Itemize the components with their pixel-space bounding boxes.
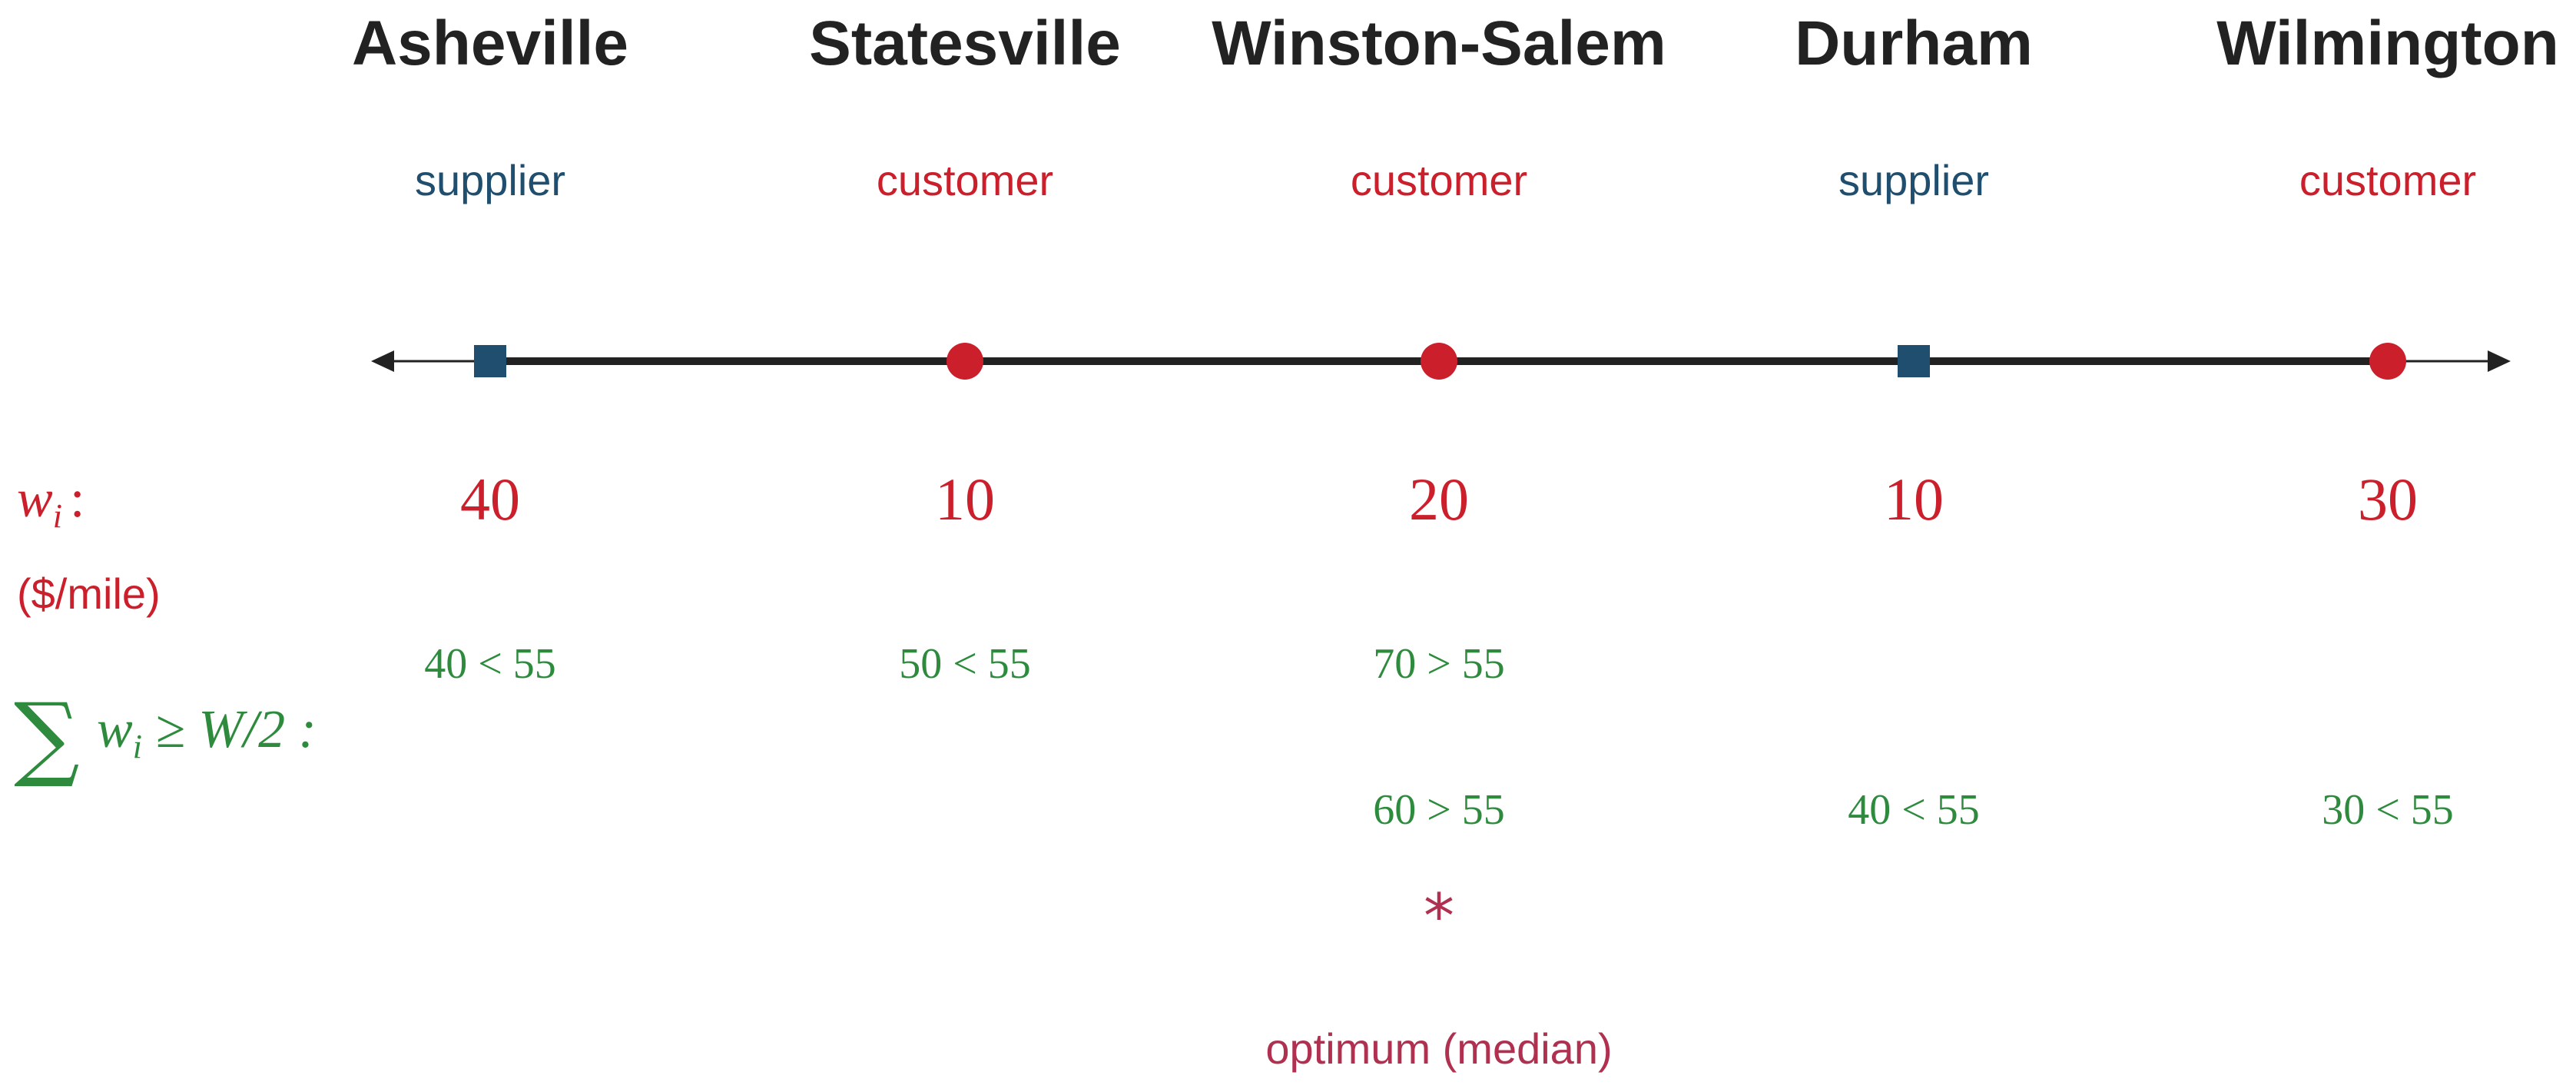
location-wilmington: Wilmington customer 30 30 < 55 — [2216, 8, 2559, 834]
sum-row-condition: ≥ W/2 : — [142, 700, 317, 759]
weight-value: 20 — [1409, 466, 1469, 533]
supplier-square-marker — [1898, 345, 1930, 377]
weight-row-colon: : — [70, 470, 85, 529]
weight-unit-label: ($/mile) — [17, 569, 161, 618]
city-name: Asheville — [352, 8, 628, 78]
locations: Asheville supplier 40 40 < 55 Statesville cus… — [352, 8, 2559, 834]
customer-circle-marker — [2369, 343, 2406, 380]
city-name: Durham — [1795, 8, 2033, 78]
weight-value: 10 — [1884, 466, 1944, 533]
customer-circle-marker — [947, 343, 983, 380]
city-name: Statesville — [809, 8, 1121, 78]
cumulative-from-right: 40 < 55 — [1848, 786, 1980, 834]
location-statesville: Statesville customer 10 50 < 55 — [809, 8, 1121, 688]
optimum-label: optimum (median) — [1265, 1024, 1612, 1073]
customer-circle-marker — [1421, 343, 1457, 380]
city-name: Winston-Salem — [1212, 8, 1666, 78]
role-label: customer — [877, 156, 1053, 204]
sum-row-subscript: i — [133, 728, 142, 765]
weight-value: 30 — [2358, 466, 2418, 533]
location-winston-salem: Winston-Salem customer 20 70 > 55 60 > 55 — [1212, 8, 1666, 834]
sum-row-symbol: w — [97, 700, 133, 759]
weight-row-symbol: w — [17, 470, 53, 529]
cumulative-row-label: ∑ wi ≥ W/2 : — [14, 684, 317, 791]
role-label: supplier — [1838, 156, 1989, 204]
supplier-square-marker — [474, 345, 506, 377]
role-label: customer — [1351, 156, 1527, 204]
cumulative-from-left: 40 < 55 — [424, 640, 556, 688]
role-label: supplier — [415, 156, 565, 204]
weight-value: 40 — [460, 466, 520, 533]
optimum-star-icon: * — [1424, 881, 1454, 952]
cumulative-from-right: 60 > 55 — [1373, 786, 1505, 834]
axis-arrow-left-icon — [371, 350, 394, 372]
sum-symbol: ∑ — [14, 684, 80, 791]
cumulative-from-left: 50 < 55 — [899, 640, 1031, 688]
weight-row-label: wi: — [17, 470, 85, 535]
axis-arrow-right-icon — [2488, 350, 2511, 372]
weight-value: 10 — [935, 466, 995, 533]
weight-row-subscript: i — [53, 497, 62, 535]
cumulative-from-left: 70 > 55 — [1373, 640, 1505, 688]
location-asheville: Asheville supplier 40 40 < 55 — [352, 8, 628, 688]
location-durham: Durham supplier 10 40 < 55 — [1795, 8, 2033, 834]
cumulative-from-right: 30 < 55 — [2322, 786, 2454, 834]
svg-text:wi ≥ W/2 :: wi ≥ W/2 : — [97, 700, 317, 765]
svg-text:wi:: wi: — [17, 470, 85, 535]
role-label: customer — [2299, 156, 2476, 204]
city-name: Wilmington — [2216, 8, 2559, 78]
